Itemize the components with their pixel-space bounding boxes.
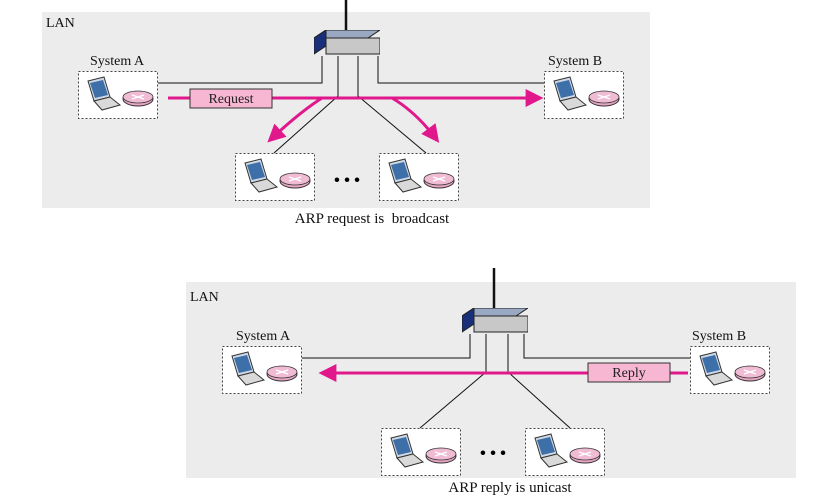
lan-wires-top [158,56,544,154]
lan-label-bottom: LAN [190,290,219,305]
broadcast-panel: LAN System A System B • • • Request ARP … [42,0,650,227]
system-b-node-bottom [690,346,770,394]
reply-message-box [587,362,671,383]
arrow-to-host-left [267,96,323,143]
lan-label-top: LAN [46,16,75,31]
host-node-top-right [378,153,460,201]
ellipsis-bottom: • • • [480,445,506,462]
reply-message-label: Reply [612,366,645,381]
system-b-label-top: System B [548,54,602,69]
ellipsis-top: • • • [334,172,360,189]
caption-top: ARP request is broadcast [295,211,450,227]
arrow-to-host-right [391,96,440,143]
host-node-top-left [234,153,316,201]
caption-bottom: ARP reply is unicast [448,480,572,496]
request-message-box [189,88,273,109]
system-b-node-top [544,71,624,119]
system-b-label-bottom: System B [692,329,746,344]
system-a-label-top: System A [90,54,145,69]
host-node-bottom-right [524,428,606,476]
request-message-label: Request [208,92,253,107]
host-node-bottom-left [380,428,462,476]
unicast-panel: LAN System A System B • • • Reply ARP re… [186,268,796,496]
system-a-node-bottom [222,346,302,394]
system-a-label-bottom: System A [236,329,291,344]
system-a-node-top [78,71,158,119]
